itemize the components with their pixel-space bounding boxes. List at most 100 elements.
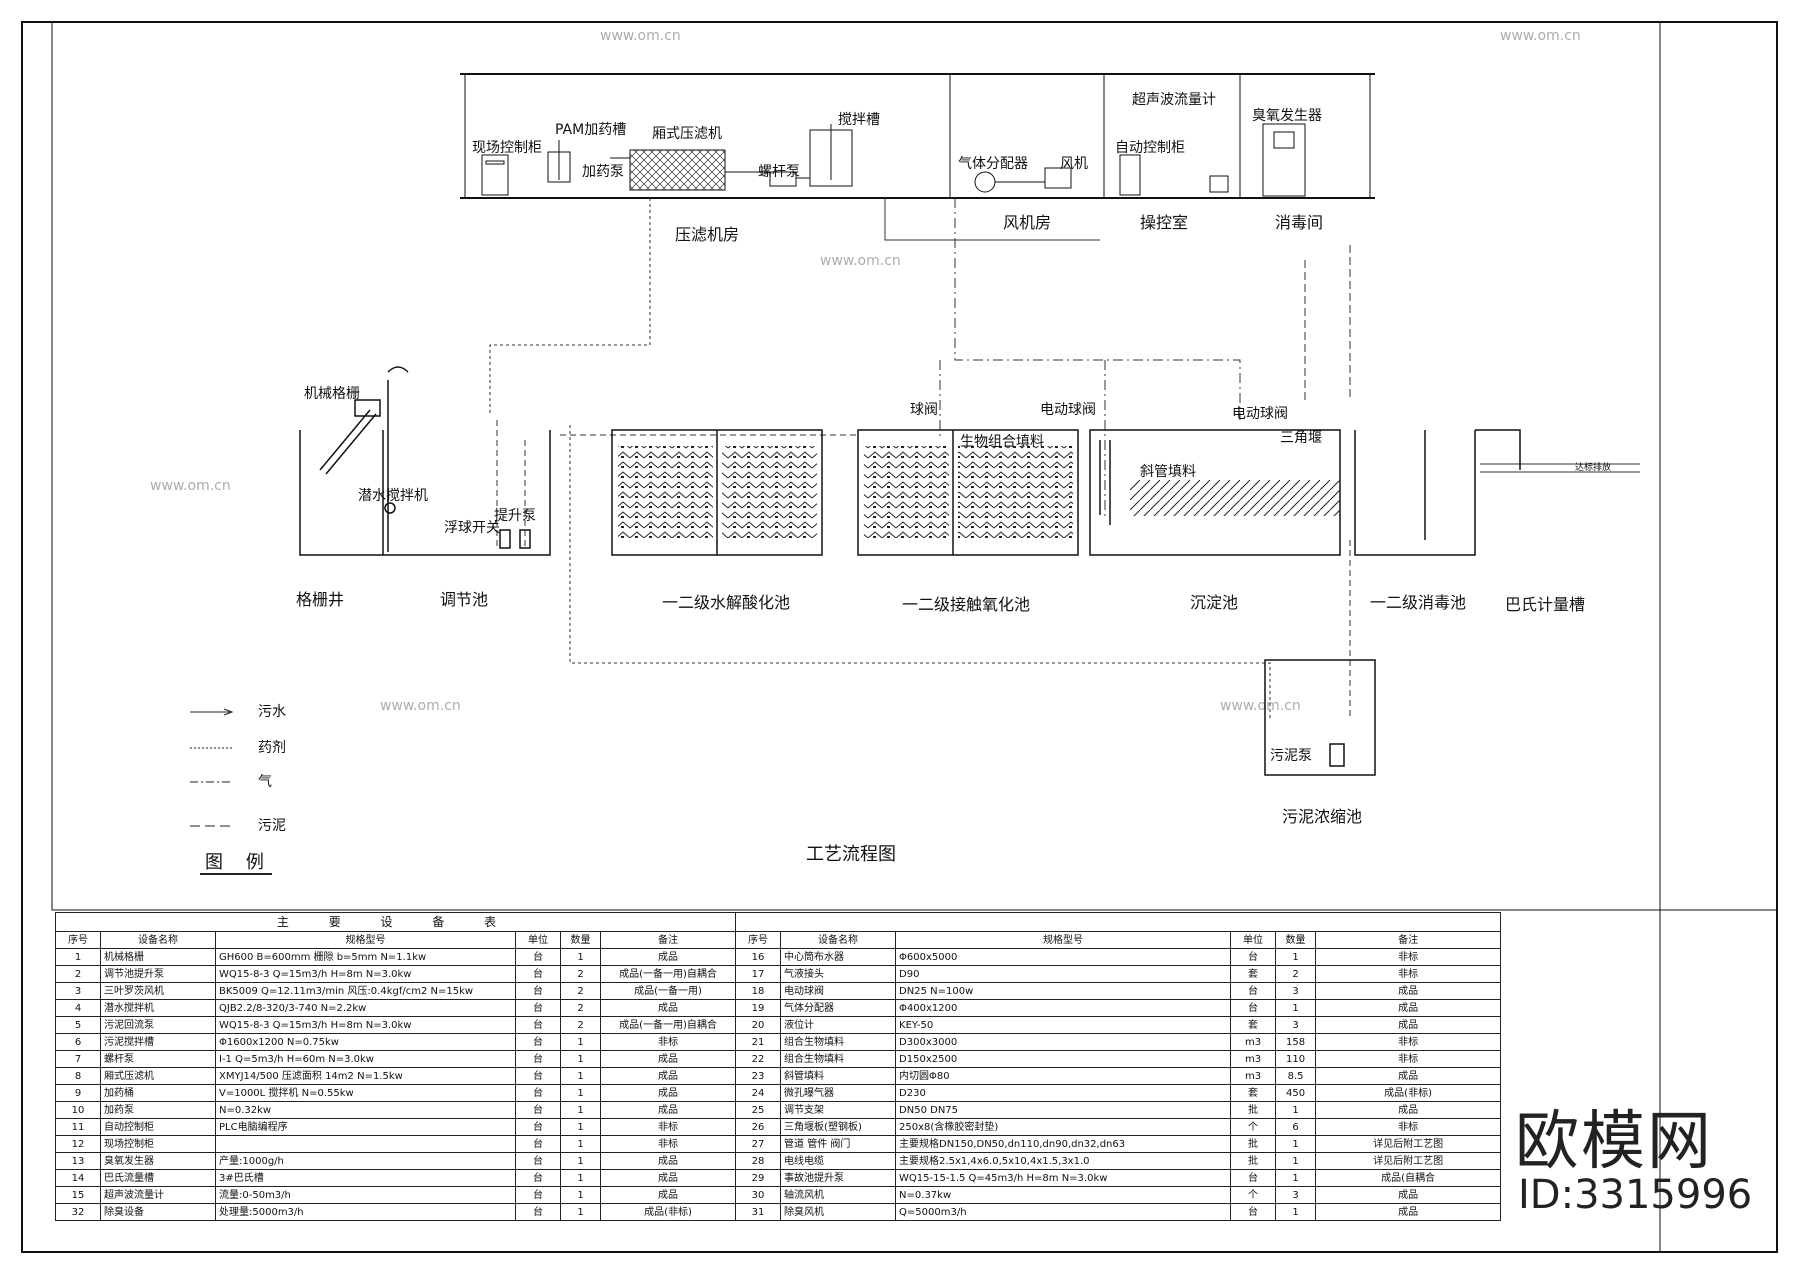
tank-contact-oxidation: 一二级接触氧化池 [902,595,1030,614]
table-cell: 1 [560,1050,601,1068]
table-cell: 非标 [599,1118,737,1136]
table-cell: 12 [55,1135,101,1153]
label-lift-pump: 提升泵 [494,508,536,524]
table-cell: 14 [55,1169,101,1187]
table-cell: N=0.32kw [215,1101,516,1119]
table-cell: GH600 B=600mm 栅隙 b=5mm N=1.1kw [215,948,516,966]
table-header-cell: 单位 [1230,931,1277,949]
table-cell: 台 [1230,1169,1277,1187]
label-triangle-weir: 三角堰 [1280,430,1322,446]
table-cell: PLC电脑编程序 [215,1118,516,1136]
tank-labels: 机械格栅 潜水搅拌机 浮球开关 提升泵 球阀 电动球阀 电动球阀 生物组合填料 … [296,386,1611,826]
table-cell: 1 [560,1169,601,1187]
table-cell: Q=5000m3/h [895,1203,1232,1221]
table-cell: 机械格栅 [100,948,216,966]
table-cell: 台 [515,1067,561,1085]
legend: 污水 药剂 气 污泥 图 例 [190,704,286,875]
table-cell: 加药泵 [100,1101,216,1119]
table-cell: 1 [560,1135,601,1153]
table-cell: 电动球阀 [780,982,897,1000]
table-cell: 台 [515,948,561,966]
table-cell: D90 [895,965,1232,983]
table-cell: 套 [1230,965,1277,983]
table-cell: 成品 [599,1186,737,1204]
table-cell: 8 [55,1067,101,1085]
table-cell: 成品 [1315,982,1502,1000]
table-cell: 台 [1230,999,1277,1017]
table-cell: 成品(一备一用)自耦合 [599,1016,737,1034]
table-cell: 电线电缆 [780,1152,897,1170]
drawing-inner-frame [51,21,1778,911]
svg-text:www.om.cn: www.om.cn [1500,28,1581,44]
table-cell: WQ15-15-1.5 Q=45m3/h H=8m N=3.0kw [895,1169,1232,1187]
table-cell: 螺杆泵 [100,1050,216,1068]
table-cell: 成品 [599,1152,737,1170]
table-cell: 1 [560,1203,601,1221]
table-cell: m3 [1230,1033,1277,1051]
table-cell: 组合生物填料 [780,1050,897,1068]
pipe-lines [489,198,1640,720]
table-cell: 110 [1275,1050,1317,1068]
table-cell: WQ15-8-3 Q=15m3/h H=8m N=3.0kw [215,1016,516,1034]
table-cell: Φ1600x1200 N=0.75kw [215,1033,516,1051]
table-cell: m3 [1230,1050,1277,1068]
table-cell: 1 [1275,1203,1317,1221]
table-cell: 1 [560,1186,601,1204]
table-cell: 1 [1275,999,1317,1017]
table-cell: 3 [1275,1016,1317,1034]
table-cell: 2 [55,965,101,983]
table-cell: 10 [55,1101,101,1119]
table-cell: 成品 [599,948,737,966]
table-cell: 3 [55,982,101,1000]
table-cell: 成品 [599,1067,737,1085]
table-cell: 个 [1230,1186,1277,1204]
table-cell: 详见后附工艺图 [1315,1152,1502,1170]
table-cell: BK5009 Q=12.11m3/min 风压:0.4kgf/cm2 N=15k… [215,982,516,1000]
table-cell: 台 [515,1016,561,1034]
table-cell: 1 [560,1084,601,1102]
table-cell: 非标 [1315,965,1502,983]
equipment-table-title: 主 要 设 备 表 [54,912,737,932]
svg-text:www.om.cn: www.om.cn [380,698,461,714]
label-blower: 风机 [1060,156,1088,172]
table-cell: 台 [1230,1203,1277,1221]
table-cell: 29 [735,1169,782,1187]
table-cell: 流量:0-50m3/h [215,1186,516,1204]
table-cell: 6 [55,1033,101,1051]
table-cell: 巴氏流量槽 [100,1169,216,1187]
table-cell [215,1135,516,1153]
table-cell: 处理量:5000m3/h [215,1203,516,1221]
table-cell: 成品 [599,1084,737,1102]
table-cell: DN25 N=100w [895,982,1232,1000]
table-cell: 18 [735,982,782,1000]
table-cell: 中心筒布水器 [780,948,897,966]
table-cell: 台 [515,965,561,983]
table-cell: 批 [1230,1101,1277,1119]
table-header-cell: 备注 [1315,931,1502,949]
table-cell: 32 [55,1203,101,1221]
table-cell: 套 [1230,1016,1277,1034]
table-cell: 气体分配器 [780,999,897,1017]
table-cell: D300x3000 [895,1033,1232,1051]
table-cell: 管道 管件 阀门 [780,1135,897,1153]
table-cell: 31 [735,1203,782,1221]
table-cell: 28 [735,1152,782,1170]
table-cell: 事故池提升泵 [780,1169,897,1187]
table-cell: 7 [55,1050,101,1068]
table-cell: XMYJ14/500 压滤面积 14m2 N=1.5kw [215,1067,516,1085]
table-cell: 27 [735,1135,782,1153]
table-cell: 台 [1230,948,1277,966]
table-cell: 1 [560,948,601,966]
table-cell: 2 [1275,965,1317,983]
watermark-logo: 欧模网 [1515,1105,1713,1179]
table-cell: 自动控制柜 [100,1118,216,1136]
table-cell: 成品 [599,1050,737,1068]
table-cell: 250x8(含橡胶密封垫) [895,1118,1232,1136]
label-outflow: 达标排放 [1575,461,1611,473]
table-cell: 台 [515,1152,561,1170]
